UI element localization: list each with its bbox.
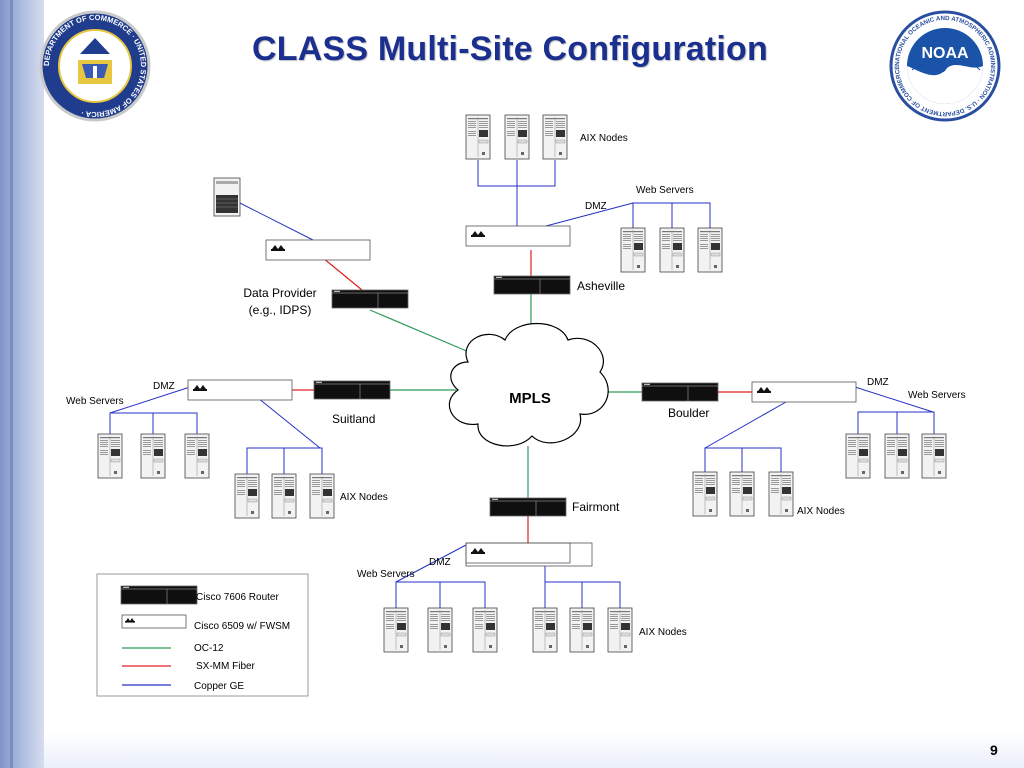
aix-node-server-icon [532, 607, 558, 653]
data-provider-label-line1: Data Provider [243, 286, 316, 300]
data-provider-label-line2: (e.g., IDPS) [249, 303, 312, 317]
legend-switch-icon [121, 614, 187, 629]
bottom-fade [44, 732, 1024, 768]
web-server-icon [921, 433, 947, 479]
asheville-label: Asheville [577, 279, 625, 293]
boulder-aix-nodes [692, 471, 794, 517]
boulder-label: Boulder [668, 406, 709, 420]
aix-node-server-icon [729, 471, 755, 517]
legend-label-oc12: OC-12 [194, 643, 224, 654]
suitland-router-icon [313, 380, 391, 400]
boulder-web-servers-label: Web Servers [908, 390, 966, 401]
suitland-label: Suitland [332, 412, 375, 426]
aix-node-server-icon [234, 473, 260, 519]
aix-node-server-icon [607, 607, 633, 653]
web-server-icon [472, 607, 498, 653]
legend-router-icon [120, 585, 198, 605]
boulder-dmz-label: DMZ [867, 377, 889, 388]
legend-label-router: Cisco 7606 Router [196, 592, 279, 603]
aix-node-server-icon [768, 471, 794, 517]
mpls-cloud: MPLS [448, 322, 609, 447]
legend-label-switch: Cisco 6509 w/ FWSM [194, 621, 290, 632]
aix-node-server-icon [465, 114, 491, 160]
web-server-icon [697, 227, 723, 273]
aix-node-server-icon [309, 473, 335, 519]
department-of-commerce-seal-icon: DEPARTMENT OF COMMERCE · UNITED STATES O… [39, 10, 151, 122]
asheville-aix-label: AIX Nodes [580, 133, 628, 144]
asheville-router-icon [493, 275, 571, 295]
aix-node-server-icon [504, 114, 530, 160]
suitland-switch-icon [187, 379, 293, 401]
web-server-icon [659, 227, 685, 273]
web-server-icon [427, 607, 453, 653]
mpls-label: MPLS [509, 390, 551, 407]
legend-label-copper: Copper GE [194, 681, 244, 692]
fairmont-aix-label: AIX Nodes [639, 627, 687, 638]
data-provider-server-icon [213, 177, 241, 217]
copper-links [109, 160, 935, 608]
asheville-switch-icon [465, 225, 571, 247]
page-number: 9 [990, 742, 998, 758]
fairmont-web-servers [383, 607, 498, 653]
suitland-web-servers [97, 433, 210, 479]
suitland-dmz-label: DMZ [153, 381, 175, 392]
noaa-logo-text: NOAA [921, 45, 969, 62]
aix-node-server-icon [542, 114, 568, 160]
boulder-web-servers [845, 433, 947, 479]
web-server-icon [383, 607, 409, 653]
web-server-icon [97, 433, 123, 479]
web-server-icon [845, 433, 871, 479]
data-provider-switch-icon [265, 239, 371, 261]
suitland-aix-nodes [234, 473, 335, 519]
slide-title: CLASS Multi-Site Configuration [252, 30, 768, 68]
web-server-icon [140, 433, 166, 479]
fiber-links [292, 250, 752, 543]
data-provider-router-icon [331, 289, 409, 309]
asheville-web-servers [620, 227, 723, 273]
asheville-aix-nodes [465, 114, 568, 160]
fairmont-aix-nodes [532, 607, 633, 653]
asheville-dmz-label: DMZ [585, 201, 607, 212]
web-server-icon [884, 433, 910, 479]
web-server-icon [620, 227, 646, 273]
fairmont-switch-icon [465, 542, 571, 564]
suitland-aix-label: AIX Nodes [340, 492, 388, 503]
fairmont-dmz-label: DMZ [429, 557, 451, 568]
aix-node-server-icon [271, 473, 297, 519]
fairmont-router-icon [489, 497, 567, 517]
boulder-aix-label: AIX Nodes [797, 506, 845, 517]
boulder-switch-icon [751, 381, 857, 403]
web-server-icon [184, 433, 210, 479]
aix-node-server-icon [692, 471, 718, 517]
aix-node-server-icon [569, 607, 595, 653]
fairmont-web-servers-label: Web Servers [357, 569, 415, 580]
legend: Cisco 7606 Router Cisco 6509 w/ FWSM OC-… [96, 573, 309, 697]
left-decorative-bar [0, 0, 44, 768]
suitland-web-servers-label: Web Servers [66, 396, 124, 407]
boulder-router-icon [641, 382, 719, 402]
fairmont-label: Fairmont [572, 500, 620, 514]
asheville-web-servers-label: Web Servers [636, 185, 694, 196]
legend-label-fiber: SX-MM Fiber [196, 661, 256, 672]
